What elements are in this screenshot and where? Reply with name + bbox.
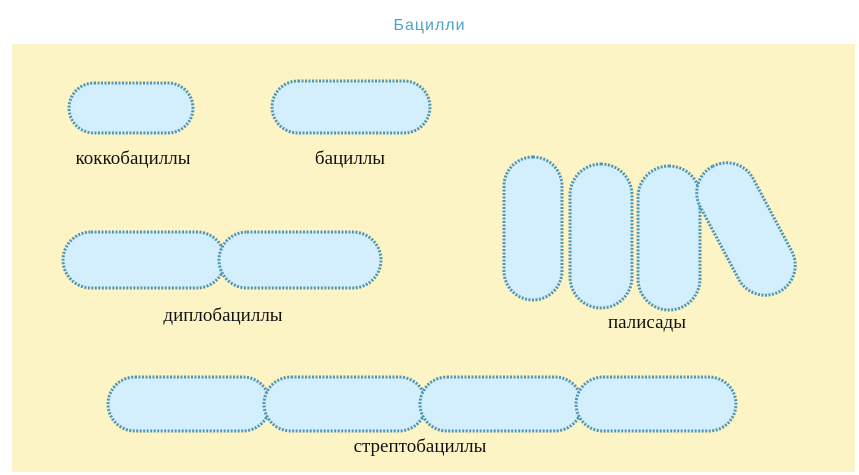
streptobacillus-cell-3 — [420, 377, 582, 431]
bacilli-label: бациллы — [290, 148, 410, 170]
streptobacillus-cell-2 — [264, 377, 426, 431]
palisade-cell-1 — [504, 157, 562, 300]
coccobacillus-cell — [69, 83, 193, 133]
palisade-cell-4 — [686, 152, 806, 306]
bacillus-cell — [272, 81, 430, 133]
palisade-cell-3 — [638, 166, 700, 310]
streptobacilli-label: стрептобациллы — [310, 436, 530, 458]
streptobacillus-cell-1 — [108, 377, 270, 431]
streptobacillus-cell-4 — [576, 377, 736, 431]
palisade-label: палисады — [572, 312, 722, 334]
diplobacilli-label: диплобациллы — [128, 305, 318, 327]
diplobacillus-cell-1 — [63, 232, 225, 288]
palisade-cell-2 — [570, 164, 632, 308]
coccobacilli-label: коккобациллы — [48, 148, 218, 170]
diplobacillus-cell-2 — [219, 232, 381, 288]
